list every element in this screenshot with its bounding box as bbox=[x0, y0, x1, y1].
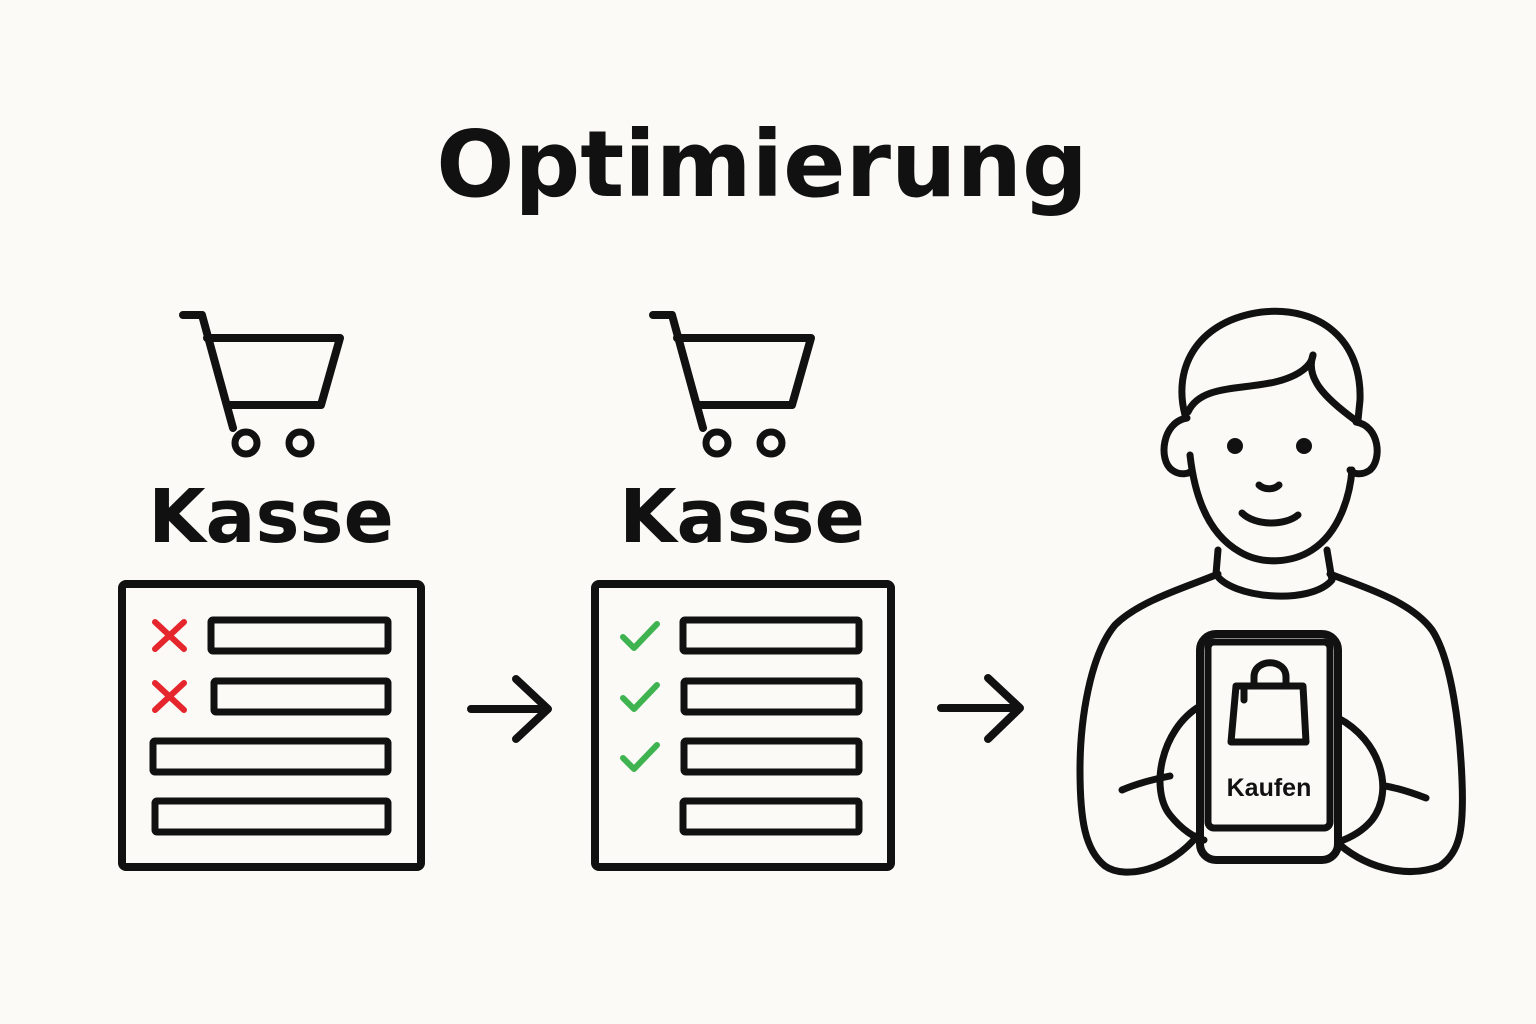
form-row bbox=[620, 616, 863, 655]
cross-icon bbox=[152, 680, 187, 713]
person-eye bbox=[1227, 438, 1243, 454]
form-row bbox=[152, 677, 392, 716]
form-field bbox=[680, 677, 863, 716]
shopping-bag-icon bbox=[1227, 659, 1310, 746]
person-ear bbox=[1346, 418, 1381, 478]
person-torso bbox=[1076, 570, 1222, 876]
checkout-step-before: Kasse bbox=[118, 311, 425, 871]
form-field bbox=[151, 797, 392, 836]
checkmark-icon bbox=[620, 682, 660, 712]
person-hair bbox=[1184, 351, 1317, 416]
person-smile bbox=[1238, 509, 1302, 527]
diagram-title: Optimierung bbox=[436, 111, 1088, 218]
phone-body bbox=[1196, 630, 1342, 864]
step-label: Kasse bbox=[148, 474, 394, 560]
buy-button-label[interactable]: Kaufen bbox=[1227, 774, 1312, 802]
person-face bbox=[1186, 451, 1356, 565]
shopping-cart-icon bbox=[179, 311, 344, 458]
arrow-right-icon bbox=[467, 675, 552, 743]
checkmark-icon bbox=[620, 621, 660, 651]
form-row bbox=[620, 737, 863, 776]
checkout-step-after: Kasse bbox=[591, 311, 895, 871]
form-row bbox=[152, 616, 392, 655]
checkout-form bbox=[591, 580, 895, 871]
person-eye bbox=[1296, 438, 1312, 454]
step-label: Kasse bbox=[619, 474, 865, 560]
person-ear bbox=[1160, 414, 1196, 478]
phone-screen bbox=[1204, 638, 1334, 832]
form-field bbox=[680, 737, 863, 776]
person-hand bbox=[1334, 714, 1387, 846]
form-field bbox=[210, 677, 392, 716]
cross-icon bbox=[152, 619, 187, 652]
person-arm bbox=[1381, 782, 1430, 802]
checkmark-icon bbox=[620, 742, 660, 772]
happy-customer-illustration: Kaufen bbox=[1076, 307, 1466, 876]
person-arm bbox=[1118, 772, 1174, 794]
shopping-cart-icon bbox=[649, 311, 815, 458]
form-field bbox=[207, 616, 392, 655]
form-field bbox=[149, 737, 392, 776]
checkout-form bbox=[118, 580, 425, 871]
form-field bbox=[679, 797, 863, 836]
person-head bbox=[1178, 307, 1364, 424]
form-row bbox=[620, 677, 863, 716]
smartphone: Kaufen bbox=[1196, 630, 1342, 864]
person-hand bbox=[1156, 702, 1208, 844]
person-torso bbox=[1326, 570, 1466, 875]
form-field bbox=[679, 616, 863, 655]
arrow-right-icon bbox=[937, 674, 1024, 743]
